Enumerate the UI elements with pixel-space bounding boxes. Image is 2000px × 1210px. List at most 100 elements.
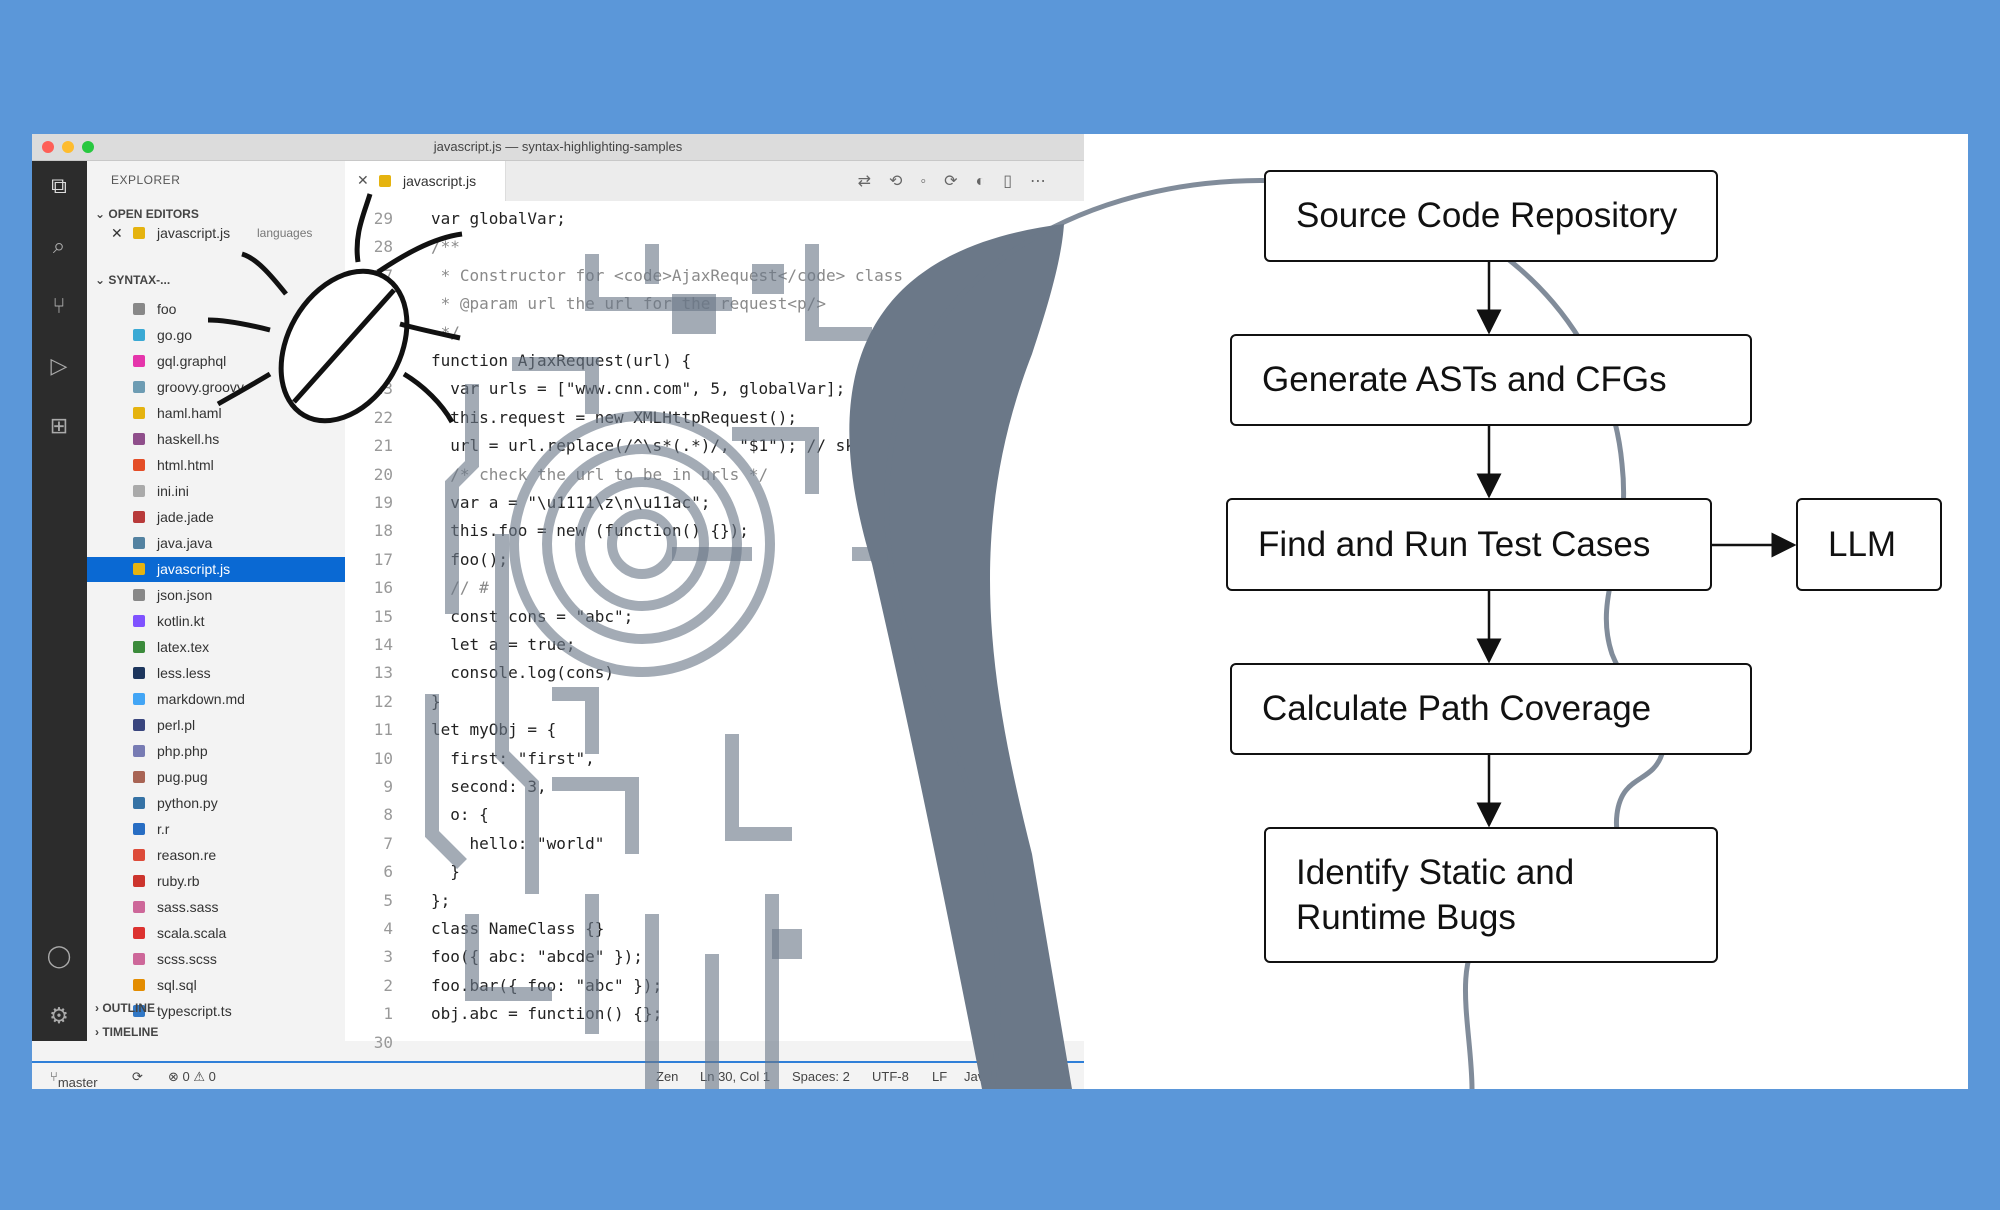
account-icon[interactable]: ◯ xyxy=(46,943,72,968)
file-type-icon xyxy=(133,1005,145,1017)
file-item[interactable]: scss.scss xyxy=(87,947,345,972)
file-item[interactable]: go.go xyxy=(87,323,345,348)
search-icon[interactable]: ⌕ xyxy=(52,233,66,258)
minimize-window-icon[interactable] xyxy=(62,141,74,153)
file-name: html.html xyxy=(157,457,214,473)
file-name: scss.scss xyxy=(157,951,217,967)
outline-section[interactable]: › OUTLINE xyxy=(95,1001,156,1015)
node-identify-bugs: Identify Static and Runtime Bugs xyxy=(1264,827,1718,963)
code-line[interactable]: }; xyxy=(431,890,451,910)
file-item[interactable]: java.java xyxy=(87,531,345,556)
node-calculate-path-coverage: Calculate Path Coverage xyxy=(1230,663,1752,755)
activity-bar: ⧉ ⌕ ⑂ ▷ ⊞ ◯ ⚙ xyxy=(32,161,87,1041)
file-name: scala.scala xyxy=(157,925,227,941)
open-editors-section[interactable]: ⌄ OPEN EDITORS xyxy=(95,207,199,221)
file-name: foo xyxy=(157,301,177,317)
file-item[interactable]: haml.haml xyxy=(87,401,345,426)
line-number: 29 xyxy=(373,209,393,228)
file-type-icon xyxy=(133,485,145,497)
line-number: 1 xyxy=(383,1004,393,1024)
line-number: 2 xyxy=(383,975,393,995)
node-label: Identify Static and Runtime Bugs xyxy=(1296,852,1575,938)
files-icon[interactable]: ⧉ xyxy=(51,173,67,198)
branch-status[interactable]: ⑂ master xyxy=(50,1069,98,1089)
file-item[interactable]: sql.sql xyxy=(87,973,345,998)
open-editor-filename: javascript.js xyxy=(157,225,231,241)
file-name: haml.haml xyxy=(157,405,222,421)
file-item[interactable]: r.r xyxy=(87,817,345,842)
code-line[interactable]: var globalVar; xyxy=(431,209,566,228)
tab-javascript[interactable]: ✕ javascript.js xyxy=(345,161,506,201)
file-type-icon xyxy=(133,303,145,315)
file-item[interactable]: scala.scala xyxy=(87,921,345,946)
outline-label: OUTLINE xyxy=(102,1001,156,1015)
js-file-icon xyxy=(379,175,391,187)
file-item[interactable]: ruby.rb xyxy=(87,869,345,894)
file-item[interactable]: markdown.md xyxy=(87,687,345,712)
tab-label: javascript.js xyxy=(403,173,477,189)
file-item[interactable]: typescript.ts xyxy=(87,999,345,1024)
code-line[interactable]: } xyxy=(431,862,460,882)
file-item[interactable]: jade.jade xyxy=(87,505,345,530)
line-number: 10 xyxy=(373,748,393,768)
file-item[interactable]: php.php xyxy=(87,739,345,764)
file-name: latex.tex xyxy=(157,639,210,655)
source-control-icon[interactable]: ⑂ xyxy=(52,293,66,318)
line-number: 7 xyxy=(383,833,393,853)
file-item[interactable]: reason.re xyxy=(87,843,345,868)
file-type-icon xyxy=(133,823,145,835)
file-item[interactable]: ini.ini xyxy=(87,479,345,504)
file-name: go.go xyxy=(157,327,193,343)
file-item[interactable]: kotlin.kt xyxy=(87,609,345,634)
file-item[interactable]: less.less xyxy=(87,661,345,686)
slide-canvas: javascript.js — syntax-highlighting-samp… xyxy=(32,134,1968,1089)
open-editor-item[interactable]: ✕ javascript.js languages xyxy=(87,221,345,246)
close-icon[interactable]: ✕ xyxy=(111,225,123,241)
file-type-icon xyxy=(133,329,145,341)
explorer-header: EXPLORER xyxy=(111,173,181,187)
close-window-icon[interactable] xyxy=(42,141,54,153)
file-item[interactable]: python.py xyxy=(87,791,345,816)
file-name: sass.sass xyxy=(157,899,219,915)
file-item[interactable]: gql.graphql xyxy=(87,349,345,374)
workspace-section[interactable]: ⌄ SYNTAX-... xyxy=(95,273,171,287)
timeline-section[interactable]: › TIMELINE xyxy=(95,1025,159,1039)
line-number: 15 xyxy=(373,606,393,626)
node-label: Find and Run Test Cases xyxy=(1258,524,1651,564)
extensions-icon[interactable]: ⊞ xyxy=(49,413,69,438)
file-item[interactable]: javascript.js xyxy=(87,557,345,582)
file-item[interactable]: json.json xyxy=(87,583,345,608)
settings-icon[interactable]: ⚙ xyxy=(49,1003,69,1028)
open-editors-label: OPEN EDITORS xyxy=(108,207,199,221)
file-name: javascript.js xyxy=(157,561,231,577)
file-item[interactable]: foo xyxy=(87,297,345,322)
file-name: reason.re xyxy=(157,847,217,863)
sync-icon[interactable]: ⟳ xyxy=(132,1069,143,1084)
file-item[interactable]: haskell.hs xyxy=(87,427,345,452)
node-label: Calculate Path Coverage xyxy=(1262,689,1652,729)
file-type-icon xyxy=(133,615,145,627)
file-item[interactable]: html.html xyxy=(87,453,345,478)
indentation-status[interactable]: Spaces: 2 xyxy=(792,1069,850,1084)
problems-status[interactable]: ⊗ 0 ⚠ 0 xyxy=(168,1069,216,1084)
file-name: gql.graphql xyxy=(157,353,227,369)
file-type-icon xyxy=(133,381,145,393)
zen-status[interactable]: Zen xyxy=(656,1069,679,1084)
flow-arrows xyxy=(1476,262,1797,828)
close-tab-icon[interactable]: ✕ xyxy=(357,172,369,188)
maximize-window-icon[interactable] xyxy=(82,141,94,153)
line-number: 21 xyxy=(373,436,393,456)
run-icon[interactable]: ▷ xyxy=(50,353,68,378)
line-number: 11 xyxy=(373,720,393,740)
file-item[interactable]: pug.pug xyxy=(87,765,345,790)
file-item[interactable]: latex.tex xyxy=(87,635,345,660)
file-type-icon xyxy=(133,589,145,601)
file-type-icon xyxy=(133,459,145,471)
file-item[interactable]: sass.sass xyxy=(87,895,345,920)
node-generate-asts-cfgs: Generate ASTs and CFGs xyxy=(1230,334,1752,426)
file-type-icon xyxy=(133,355,145,367)
file-item[interactable]: perl.pl xyxy=(87,713,345,738)
file-type-icon xyxy=(133,693,145,705)
js-file-icon xyxy=(133,227,145,239)
file-name: ruby.rb xyxy=(157,873,200,889)
